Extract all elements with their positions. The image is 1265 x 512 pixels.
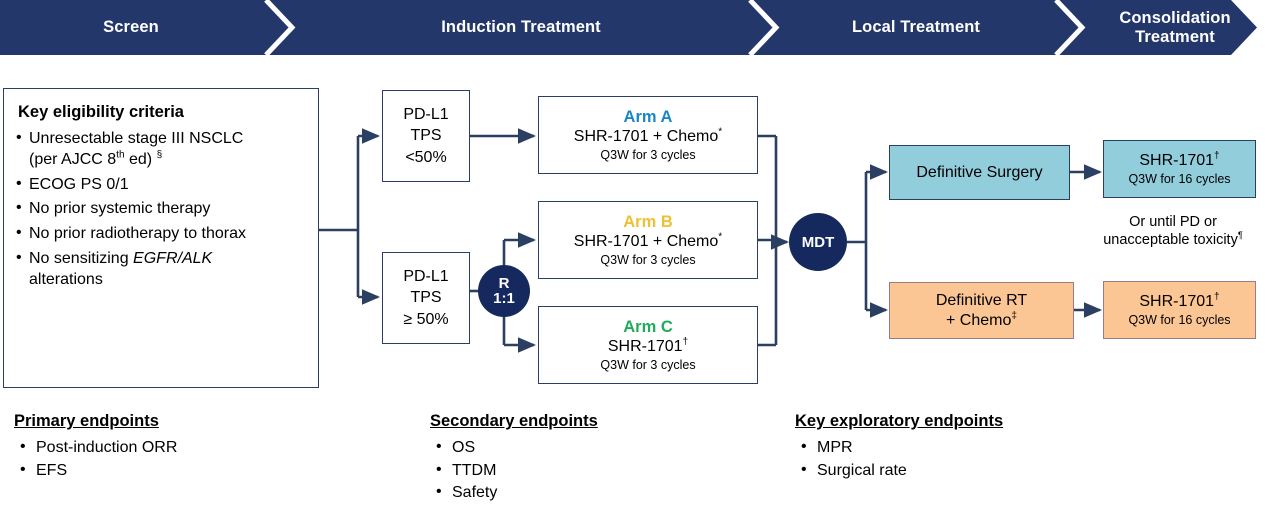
- eligibility-item: • No sensitizing EGFR/ALK alterations: [16, 249, 308, 291]
- arm-c-schedule: Q3W for 3 cycles: [600, 357, 696, 372]
- pdl1-low-line2: TPS: [410, 127, 442, 145]
- bullet-icon: •: [16, 248, 22, 266]
- bullet-icon: •: [20, 460, 26, 478]
- primary-endpoint-item: • Post-induction ORR: [14, 437, 177, 460]
- eligibility-criteria-box: Key eligibility criteria • Unresectable …: [3, 88, 319, 388]
- consolidation-drug-1: SHR-1701†: [1139, 151, 1220, 170]
- arm-b-regimen: SHR-1701 + Chemo*: [573, 231, 723, 250]
- exploratory-endpoint-item: • Surgical rate: [795, 460, 1003, 483]
- randomization-ratio: 1:1: [493, 290, 515, 307]
- pdl1-low-line3: <50%: [405, 148, 447, 166]
- banner-label-consolidation: Consolidation Treatment: [1119, 9, 1231, 46]
- pdl1-high-line3: ≥ 50%: [403, 310, 449, 328]
- eligibility-item-text: No prior systemic therapy: [29, 200, 211, 218]
- bullet-icon: •: [16, 174, 22, 192]
- eligibility-item-text: Unresectable stage III NSCLC: [29, 130, 244, 147]
- bullet-icon: •: [16, 224, 22, 242]
- arm-c-box: Arm C SHR-1701† Q3W for 3 cycles: [538, 306, 758, 384]
- arm-a-schedule: Q3W for 3 cycles: [600, 147, 696, 162]
- pdl1-low-line1: PD-L1: [403, 106, 449, 124]
- banner-label-induction: Induction Treatment: [441, 18, 601, 37]
- mdt-label: MDT: [801, 233, 835, 251]
- eligibility-item-text-cont: alterations: [29, 270, 103, 288]
- duration-note-line1: Or until PD or: [1129, 214, 1217, 230]
- primary-endpoints-group: Primary endpoints • Post-induction ORR •…: [14, 412, 177, 482]
- secondary-endpoint-item: • Safety: [430, 482, 598, 505]
- primary-endpoints-title: Primary endpoints: [14, 412, 159, 430]
- definitive-surgery-box: Definitive Surgery: [889, 145, 1070, 200]
- arm-a-box: Arm A SHR-1701 + Chemo* Q3W for 3 cycles: [538, 96, 758, 174]
- pdl1-low-box: PD-L1 TPS <50%: [382, 90, 470, 182]
- bullet-icon: •: [436, 460, 442, 478]
- pdl1-high-line1: PD-L1: [403, 268, 449, 286]
- secondary-endpoint-text: Safety: [452, 484, 498, 502]
- eligibility-item-text: No prior radiotherapy to thorax: [29, 225, 246, 243]
- arm-b-schedule: Q3W for 3 cycles: [600, 252, 696, 267]
- exploratory-endpoints-title: Key exploratory endpoints: [795, 412, 1004, 430]
- eligibility-item: • No prior radiotherapy to thorax: [16, 224, 308, 245]
- bullet-icon: •: [801, 460, 807, 478]
- eligibility-item: • Unresectable stage III NSCLC (per AJCC…: [16, 129, 308, 171]
- secondary-endpoint-text: OS: [452, 439, 476, 456]
- primary-endpoint-text: Post-induction ORR: [36, 439, 178, 456]
- arm-b-box: Arm B SHR-1701 + Chemo* Q3W for 3 cycles: [538, 201, 758, 279]
- consolidation-surgery-arm-box: SHR-1701† Q3W for 16 cycles: [1103, 140, 1256, 198]
- banner-segment-consolidation: Consolidation Treatment: [1086, 0, 1264, 55]
- bullet-icon: •: [436, 483, 442, 501]
- exploratory-endpoint-text: MPR: [817, 439, 853, 456]
- bullet-icon: •: [436, 438, 442, 455]
- secondary-endpoint-item: • OS: [430, 437, 598, 460]
- eligibility-item: • No prior systemic therapy: [16, 199, 308, 220]
- exploratory-endpoints-group: Key exploratory endpoints • MPR • Surgic…: [795, 412, 1003, 482]
- consolidation-schedule-1: Q3W for 16 cycles: [1128, 171, 1231, 186]
- arm-c-title: Arm C: [623, 317, 673, 336]
- bullet-icon: •: [20, 438, 26, 455]
- randomization-label: R: [498, 274, 510, 292]
- banner-segment-induction: Induction Treatment: [296, 0, 746, 55]
- randomization-circle: R 1:1: [478, 265, 530, 317]
- consolidation-schedule-2: Q3W for 16 cycles: [1128, 312, 1231, 327]
- primary-endpoint-text: EFS: [36, 461, 68, 479]
- primary-endpoint-item: • EFS: [14, 460, 177, 483]
- eligibility-item: • ECOG PS 0/1: [16, 175, 308, 196]
- pdl1-high-line2: TPS: [410, 289, 442, 307]
- banner-segment-screen: Screen: [0, 0, 262, 55]
- definitive-rt-label: Definitive RT: [935, 292, 1028, 310]
- arm-a-regimen: SHR-1701 + Chemo*: [573, 126, 723, 145]
- banner-segment-local: Local Treatment: [780, 0, 1052, 55]
- eligibility-item-text: No sensitizing EGFR/ALK: [29, 249, 213, 267]
- duration-note: Or until PD or unacceptable toxicity¶: [1086, 213, 1260, 249]
- definitive-rt-box: Definitive RT + Chemo‡: [889, 282, 1074, 339]
- eligibility-title: Key eligibility criteria: [18, 103, 184, 121]
- consolidation-drug-2: SHR-1701†: [1139, 292, 1220, 311]
- eligibility-item-text: ECOG PS 0/1: [29, 175, 129, 193]
- secondary-endpoint-item: • TTDM: [430, 460, 598, 483]
- banner-label-screen: Screen: [103, 18, 159, 37]
- banner-label-local: Local Treatment: [851, 18, 981, 37]
- eligibility-item-text-cont: (per AJCC 8th ed) §: [29, 149, 163, 168]
- secondary-endpoints-title: Secondary endpoints: [430, 412, 598, 430]
- definitive-rt-label-2: + Chemo‡: [946, 310, 1017, 329]
- secondary-endpoints-group: Secondary endpoints • OS • TTDM • Safety: [430, 412, 598, 505]
- consolidation-rt-arm-box: SHR-1701† Q3W for 16 cycles: [1103, 281, 1256, 339]
- bullet-icon: •: [16, 199, 22, 217]
- arm-b-title: Arm B: [623, 212, 673, 231]
- mdt-circle: MDT: [789, 213, 847, 271]
- exploratory-endpoint-item: • MPR: [795, 437, 1003, 460]
- duration-note-line2: unacceptable toxicity¶: [1103, 230, 1243, 249]
- secondary-endpoint-text: TTDM: [452, 461, 497, 479]
- bullet-icon: •: [801, 438, 807, 455]
- bullet-icon: •: [16, 129, 22, 146]
- exploratory-endpoint-text: Surgical rate: [817, 461, 907, 479]
- pdl1-high-box: PD-L1 TPS ≥ 50%: [382, 252, 470, 344]
- arm-a-title: Arm A: [623, 107, 673, 126]
- arm-c-regimen: SHR-1701†: [607, 336, 689, 355]
- definitive-surgery-label: Definitive Surgery: [916, 163, 1043, 181]
